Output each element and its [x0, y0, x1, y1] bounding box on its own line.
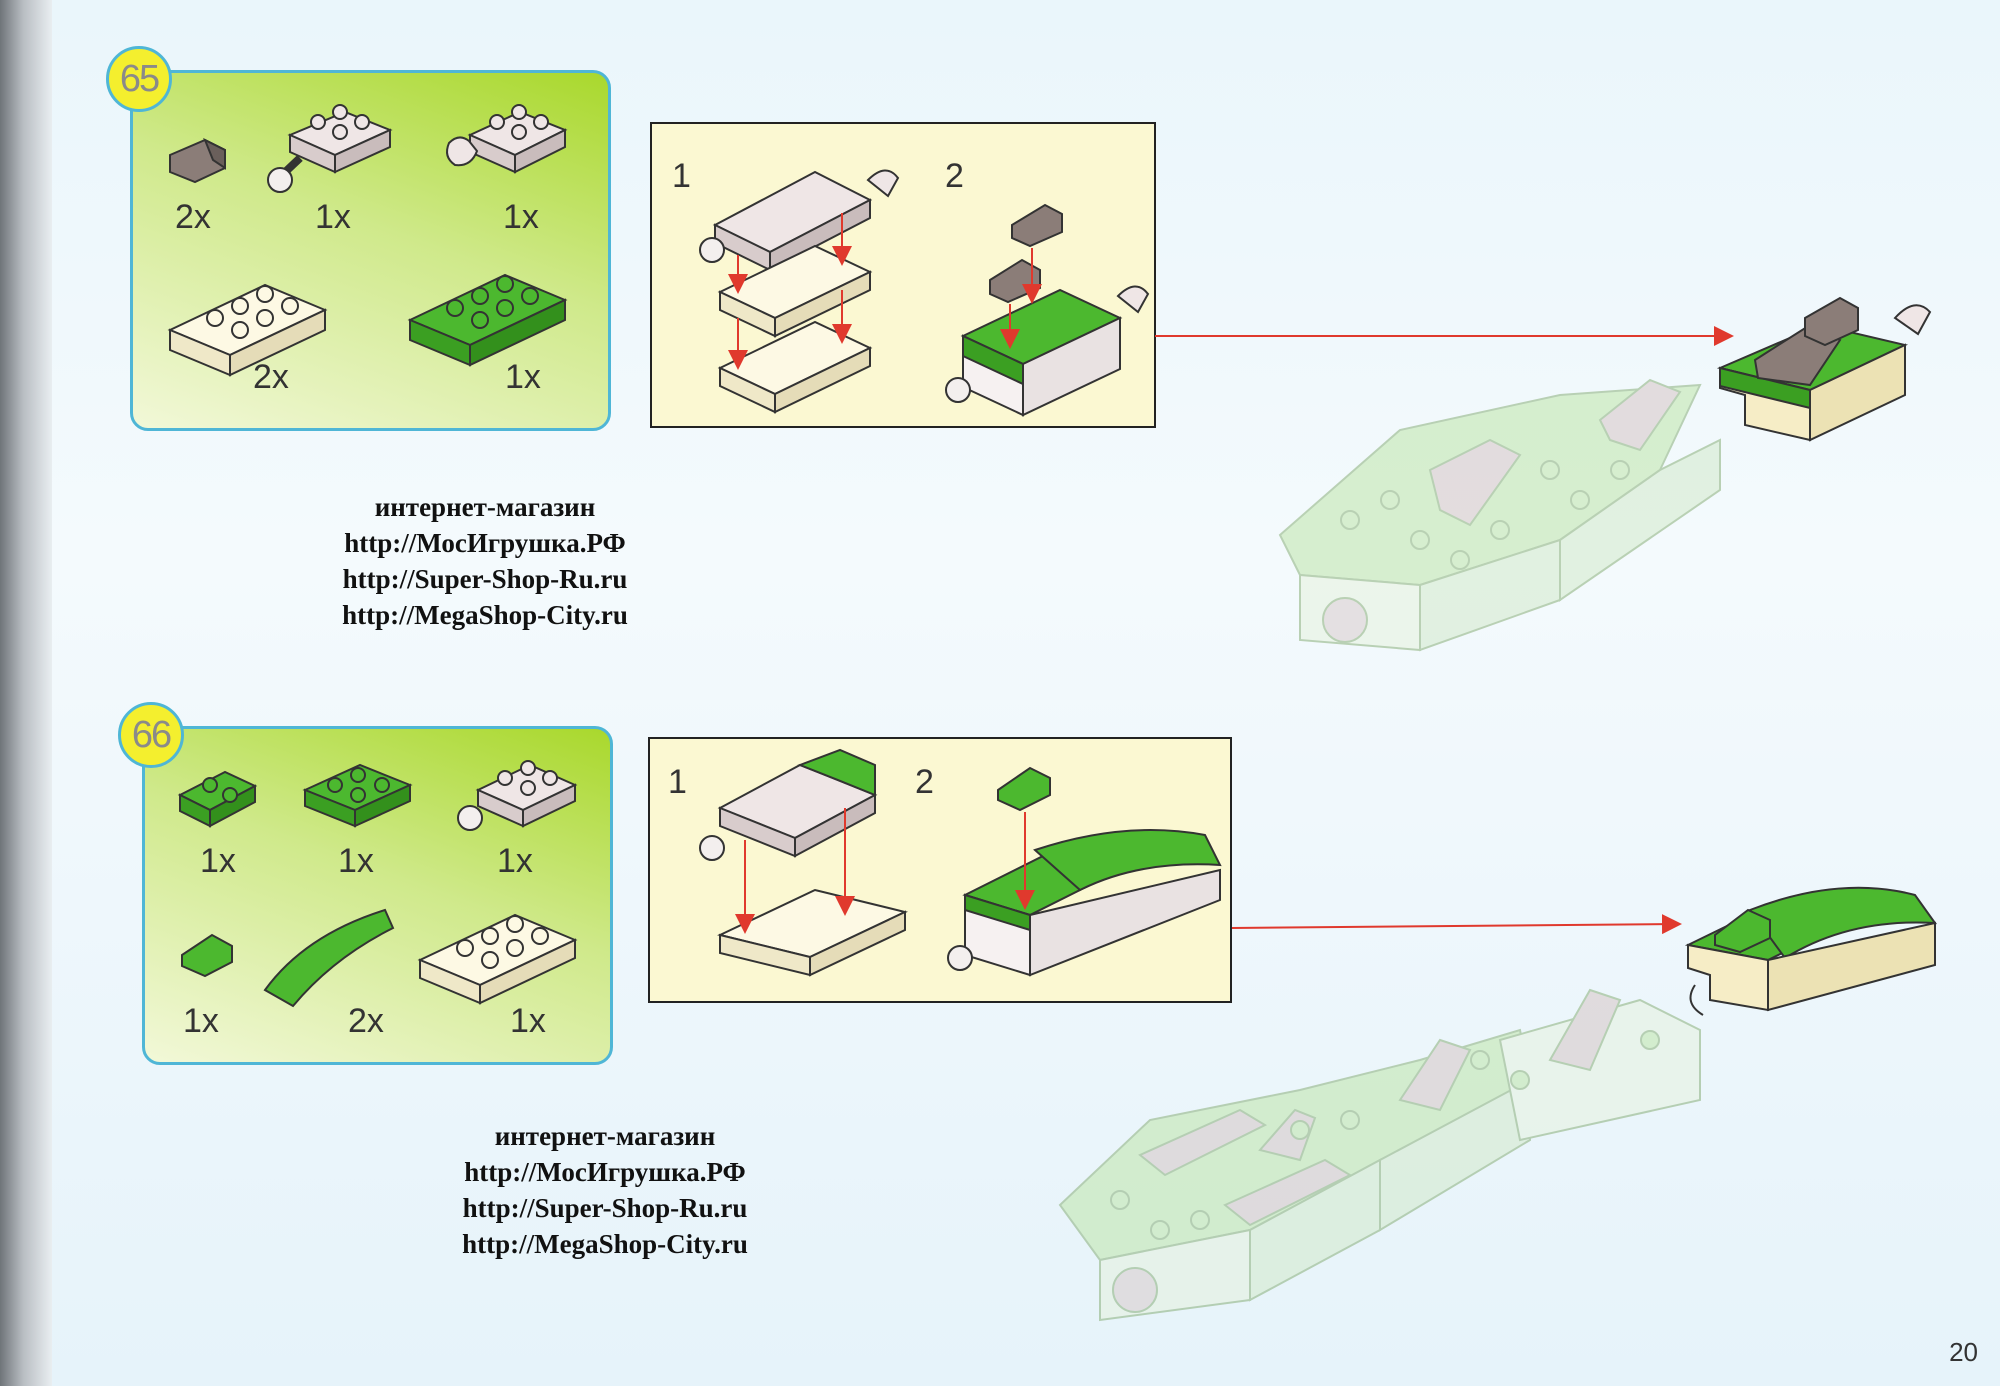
- substep-1-stack: [699, 748, 908, 977]
- green-plate-2x4-icon: [407, 273, 568, 367]
- model-65-new-section: [1716, 296, 1932, 442]
- light-gray-plate-clip-icon: [446, 104, 568, 174]
- book-spine-shadow: [0, 0, 52, 1386]
- shop-link[interactable]: http://МосИгрушка.РФ: [464, 1157, 746, 1187]
- part-qty: 2x: [253, 358, 289, 396]
- shop-link[interactable]: http://Super-Shop-Ru.ru: [342, 564, 628, 594]
- shop-info-block-2: интернет-магазин http://МосИгрушка.РФ ht…: [405, 1118, 805, 1262]
- step-number-badge-66: 66: [118, 702, 184, 768]
- model-65-faded: [1278, 378, 1721, 652]
- green-plate-2x3-icon: [302, 763, 413, 828]
- substep-number: 2: [915, 763, 934, 801]
- substep-number: 1: [668, 763, 687, 801]
- part-qty: 1x: [505, 358, 541, 396]
- shop-info-block-1: интернет-магазин http://МосИгрушка.РФ ht…: [285, 489, 685, 633]
- cream-plate-2x4-icon: [417, 913, 578, 1005]
- light-gray-plate-ball-icon: [267, 104, 393, 193]
- light-gray-plate-ball-icon: [457, 760, 578, 831]
- shop-line: интернет-магазин: [494, 1121, 716, 1151]
- green-slope-icon: [181, 933, 233, 978]
- green-curved-slope-icon: [263, 908, 395, 1008]
- shop-line: интернет-магазин: [374, 492, 596, 522]
- dark-gray-slope-icon: [169, 137, 226, 184]
- step-66-pointer-arrow: [1231, 914, 1682, 935]
- part-qty: 1x: [338, 842, 374, 880]
- part-qty: 1x: [183, 1002, 219, 1040]
- shop-link[interactable]: http://MegaShop-City.ru: [462, 1229, 748, 1259]
- cream-plate-2x4-icon: [167, 283, 328, 377]
- substep-number: 2: [945, 157, 964, 195]
- part-qty: 1x: [200, 842, 236, 880]
- model-66-faded: [1058, 988, 1701, 1322]
- shop-link[interactable]: http://MegaShop-City.ru: [342, 600, 628, 630]
- shop-link[interactable]: http://Super-Shop-Ru.ru: [462, 1193, 748, 1223]
- shop-link[interactable]: http://МосИгрушка.РФ: [344, 528, 626, 558]
- part-qty: 1x: [503, 198, 539, 236]
- step-number-badge-65: 65: [106, 46, 172, 112]
- part-qty: 2x: [348, 1002, 384, 1040]
- substep-1-stack: [699, 169, 900, 414]
- part-qty: 2x: [175, 198, 211, 236]
- green-plate-2x2-icon: [177, 770, 258, 828]
- part-qty: 1x: [497, 842, 533, 880]
- substep-2-block: [945, 203, 1150, 417]
- substep-number: 1: [672, 157, 691, 195]
- part-qty: 1x: [510, 1002, 546, 1040]
- part-qty: 1x: [315, 198, 351, 236]
- substep-2-block: [947, 766, 1222, 977]
- page-number: 20: [1949, 1337, 1978, 1367]
- model-66-new-section: [1684, 886, 1938, 1016]
